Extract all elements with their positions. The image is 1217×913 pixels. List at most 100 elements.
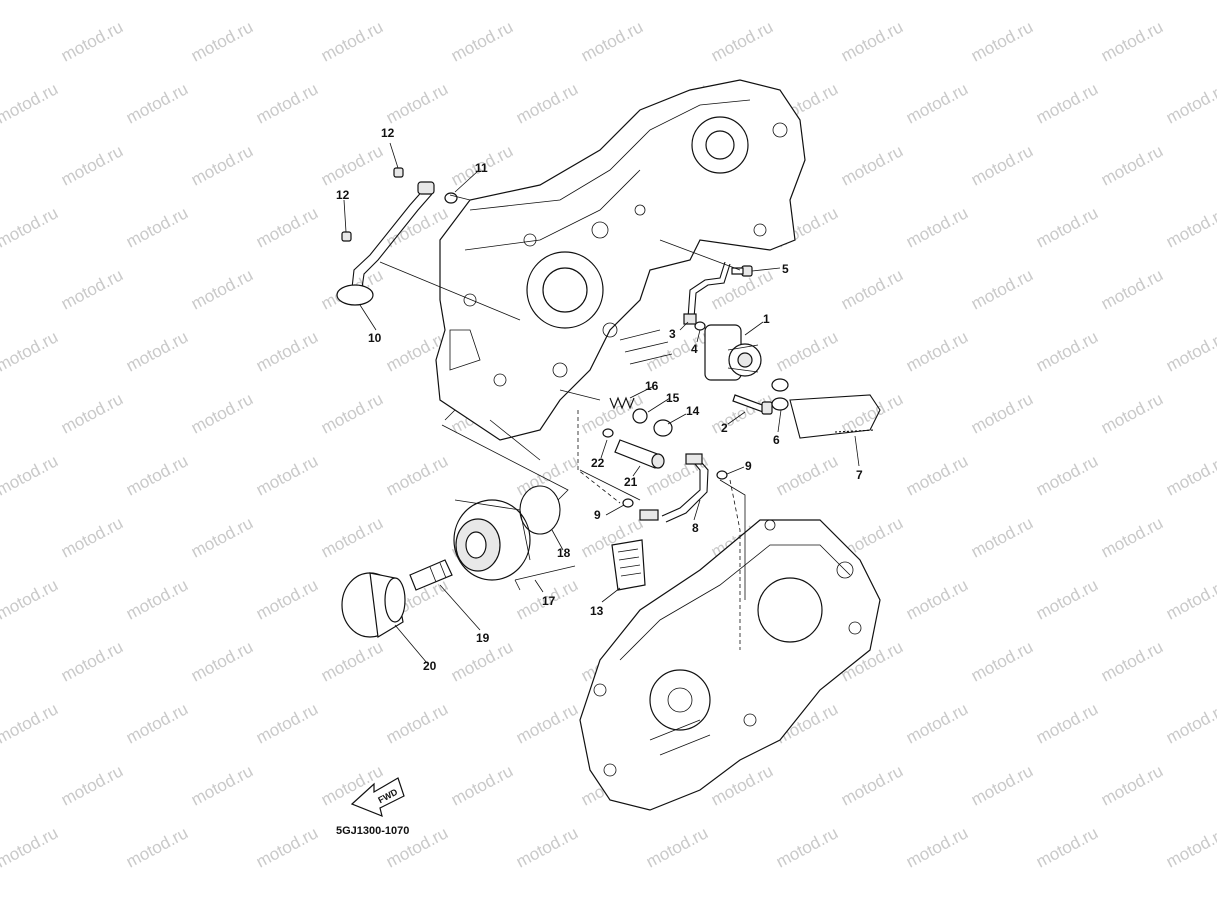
callout-labels: 1 2 3 4 5 6 7 8 9 9 10 11 12 12 13 14 15… <box>336 126 863 673</box>
watermark-text: motod.ru <box>773 327 841 375</box>
callout-17: 17 <box>542 594 556 608</box>
watermark-text: motod.ru <box>1033 699 1101 747</box>
watermark-text: motod.ru <box>903 79 971 127</box>
watermark-text: motod.ru <box>188 265 256 313</box>
callout-1: 1 <box>763 312 770 326</box>
watermark-text: motod.ru <box>1098 265 1166 313</box>
watermark-text: motod.ru <box>513 823 581 871</box>
oil-pipe-3 <box>683 261 731 325</box>
watermark-text: motod.ru <box>123 203 191 251</box>
oil-hose-8 <box>639 453 709 523</box>
watermark-text: motod.ru <box>0 203 61 251</box>
callout-19: 19 <box>476 631 490 645</box>
watermark-text: motod.ru <box>1098 761 1166 809</box>
watermark-text: motod.ru <box>253 327 321 375</box>
watermark-text: motod.ru <box>1163 575 1217 623</box>
watermark-text: motod.ru <box>253 79 321 127</box>
watermark-text: motod.ru <box>968 265 1036 313</box>
callout-16: 16 <box>645 379 659 393</box>
callout-13: 13 <box>590 604 604 618</box>
watermark-text: motod.ru <box>708 17 776 65</box>
callout-5: 5 <box>782 262 789 276</box>
cap-14 <box>653 419 673 437</box>
watermark-text: motod.ru <box>643 327 711 375</box>
chain-7 <box>789 394 881 439</box>
watermark-text: motod.ru <box>58 389 126 437</box>
watermark-text: motod.ru <box>1098 513 1166 561</box>
watermark-text: motod.ru <box>903 575 971 623</box>
o-ring-9 <box>622 470 728 508</box>
watermark-text: motod.ru <box>968 389 1036 437</box>
leader-lines <box>343 142 860 664</box>
watermark-text: motod.ru <box>773 451 841 499</box>
watermark-text: motod.ru <box>318 389 386 437</box>
watermark-text: motod.ru <box>578 17 646 65</box>
watermark-text: motod.ru <box>253 699 321 747</box>
watermark-text: motod.ru <box>58 513 126 561</box>
watermark-text: motod.ru <box>838 265 906 313</box>
ball-15 <box>632 408 648 424</box>
watermark-text: motod.ru <box>58 17 126 65</box>
watermark-text: motod.ru <box>383 699 451 747</box>
callout-21: 21 <box>624 475 638 489</box>
callout-9-right: 9 <box>745 459 752 473</box>
watermark-text: motod.ru <box>838 141 906 189</box>
oil-strainer-10 <box>336 181 435 306</box>
callout-4: 4 <box>691 342 698 356</box>
callout-11: 11 <box>475 161 488 175</box>
watermark-text: motod.ru <box>968 761 1036 809</box>
watermark-text: motod.ru <box>448 761 516 809</box>
watermark-text: motod.ru <box>253 823 321 871</box>
watermark-text: motod.ru <box>188 141 256 189</box>
watermark-text: motod.ru <box>968 637 1036 685</box>
watermark-text: motod.ru <box>1163 451 1217 499</box>
bolt-5 <box>731 265 753 277</box>
watermark-text: motod.ru <box>513 699 581 747</box>
watermark-text: motod.ru <box>1098 637 1166 685</box>
watermark-text: motod.ru <box>1098 141 1166 189</box>
watermark-text: motod.ru <box>903 823 971 871</box>
callout-7: 7 <box>856 468 863 482</box>
watermark-text: motod.ru <box>318 141 386 189</box>
callout-15: 15 <box>666 391 680 405</box>
watermark-text: motod.ru <box>123 575 191 623</box>
watermark-text: motod.ru <box>253 575 321 623</box>
relief-valve-21 <box>614 439 665 469</box>
watermark-text: motod.ru <box>968 513 1036 561</box>
watermark-text: motod.ru <box>1033 823 1101 871</box>
watermark-text: motod.ru <box>1098 389 1166 437</box>
watermark-text: motod.ru <box>643 823 711 871</box>
watermark-text: motod.ru <box>0 327 61 375</box>
watermark-text: motod.ru <box>1098 17 1166 65</box>
callout-8: 8 <box>692 521 699 535</box>
watermark-text: motod.ru <box>0 699 61 747</box>
watermark-text: motod.ru <box>1163 79 1217 127</box>
watermark-text: motod.ru <box>188 389 256 437</box>
callout-12-top: 12 <box>381 126 395 140</box>
watermark-text: motod.ru <box>0 451 61 499</box>
watermark-text: motod.ru <box>318 513 386 561</box>
callout-20: 20 <box>423 659 437 673</box>
crankcase-cover <box>579 519 881 811</box>
union-bolt-19 <box>409 559 453 591</box>
watermark-text: motod.ru <box>383 451 451 499</box>
watermark-text: motod.ru <box>0 823 61 871</box>
filter-housing-17 <box>453 499 531 581</box>
o-ring-18 <box>519 485 561 535</box>
watermark-text: motod.ru <box>318 17 386 65</box>
watermark-text: motod.ru <box>903 451 971 499</box>
watermark-text: motod.ru <box>968 141 1036 189</box>
callout-6: 6 <box>773 433 780 447</box>
watermark-text: motod.ru <box>123 699 191 747</box>
watermark-text: motod.ru <box>903 699 971 747</box>
callout-22: 22 <box>591 456 605 470</box>
oil-pump-assembly <box>704 324 762 381</box>
watermark-text: motod.ru <box>1033 327 1101 375</box>
callout-3: 3 <box>669 327 676 341</box>
crankcase-left <box>435 79 806 441</box>
construction-lines <box>379 194 746 650</box>
watermark-text: motod.ru <box>773 823 841 871</box>
watermark-text: motod.ru <box>968 17 1036 65</box>
watermark-text: motod.ru <box>838 17 906 65</box>
watermark-text: motod.ru <box>903 203 971 251</box>
